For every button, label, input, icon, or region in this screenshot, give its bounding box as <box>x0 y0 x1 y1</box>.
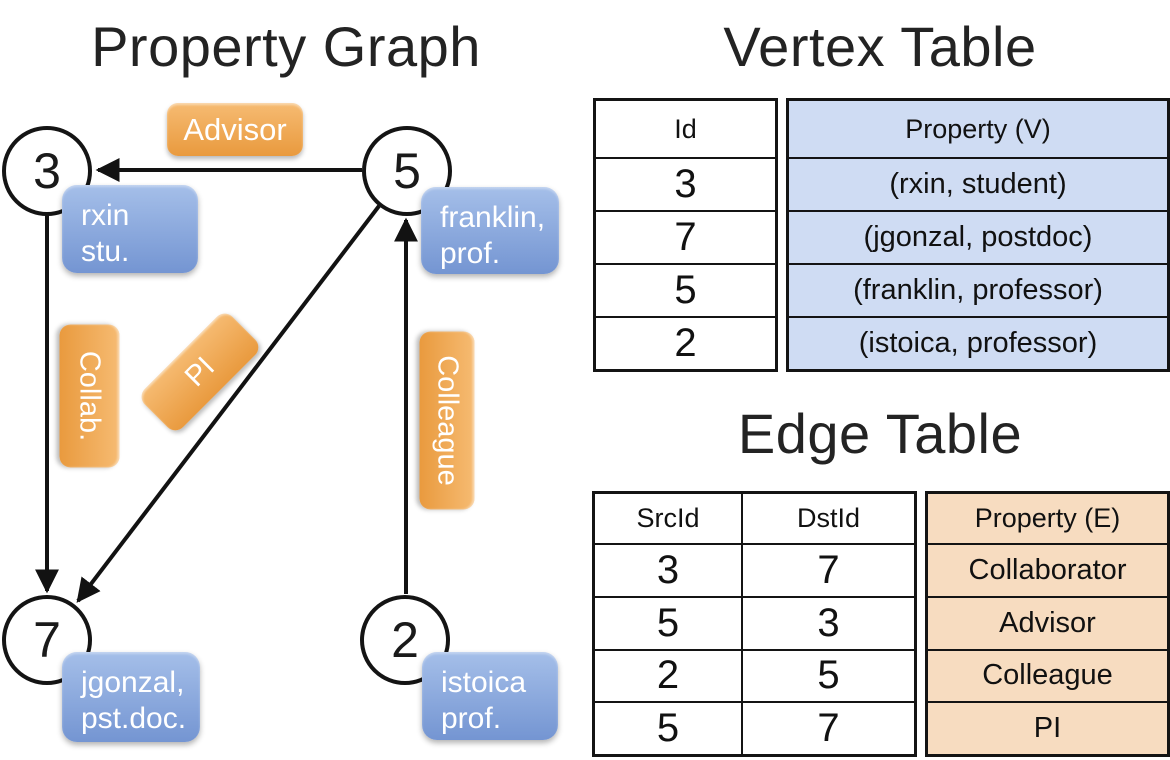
vertex-table-title: Vertex Table <box>723 15 1037 78</box>
edge-table-dstid-header: DstId <box>741 494 914 543</box>
edge-table-cell-src: 2 <box>595 648 741 702</box>
vertex-table-cell-id: 2 <box>596 316 775 369</box>
vertex-table-cell-property: (rxin, student) <box>789 157 1167 210</box>
vertex-box-istoica: istoica prof. <box>422 652 558 740</box>
vertex-box-istoica-line2: prof. <box>441 702 502 735</box>
edge-table-property-column: Property (E) Collaborator Advisor Collea… <box>925 491 1170 757</box>
edge-label-collab: Collab. <box>59 324 120 468</box>
vertex-box-rxin-line1: rxin <box>81 199 130 232</box>
vertex-table-cell-property: (franklin, professor) <box>789 263 1167 316</box>
edge-table-cell-property: Collaborator <box>928 543 1167 596</box>
vertex-table-cell-id: 5 <box>596 263 775 316</box>
edge-label-colleague: Colleague <box>419 331 475 510</box>
edge-table-cell-dst: 5 <box>741 648 914 702</box>
node-2: 2 <box>360 595 450 685</box>
edge-5-7-arrow <box>76 204 381 603</box>
node-2-id: 2 <box>391 612 419 668</box>
vertex-table-cell-id: 3 <box>596 157 775 210</box>
edge-table-cell-dst: 7 <box>741 701 914 754</box>
vertex-box-rxin: rxin stu. <box>62 185 198 273</box>
vertex-box-jgonzal-line1: jgonzal, <box>81 666 185 699</box>
edge-label-advisor: Advisor <box>167 103 303 156</box>
edge-table-cell-dst: 3 <box>741 595 914 649</box>
edge-table-id-columns: SrcId DstId 3 7 5 3 2 5 5 7 <box>592 491 917 757</box>
vertex-table-cell-property: (istoica, professor) <box>789 316 1167 369</box>
vertex-box-franklin-line2: prof. <box>440 237 501 270</box>
vertex-table-property-header: Property (V) <box>905 113 1051 144</box>
vertex-box-franklin-line1: franklin, <box>440 201 546 234</box>
vertex-table-cell-id: 7 <box>596 210 775 263</box>
edge-table-cell-dst: 7 <box>741 543 914 596</box>
edge-table-cell-src: 5 <box>595 701 741 754</box>
vertex-table-id-header: Id <box>674 113 697 144</box>
edge-table-cell-property: Colleague <box>928 648 1167 702</box>
vertex-table-cell-property: (jgonzal, postdoc) <box>789 210 1167 263</box>
vertex-box-jgonzal-line2: pst.doc. <box>81 702 187 735</box>
node-3-id: 3 <box>33 143 61 199</box>
edge-table-cell-property: PI <box>928 701 1167 754</box>
vertex-table-id-column: Id 3 7 5 2 <box>593 98 778 372</box>
vertex-box-jgonzal: jgonzal, pst.doc. <box>62 652 200 742</box>
edge-table-cell-src: 3 <box>595 543 741 596</box>
node-5-id: 5 <box>393 143 421 199</box>
vertex-box-franklin: franklin, prof. <box>421 187 559 274</box>
edge-table-property-header: Property (E) <box>974 503 1121 533</box>
node-5: 5 <box>362 126 452 216</box>
vertex-table-property-column: Property (V) (rxin, student) (jgonzal, p… <box>786 98 1170 372</box>
edge-table-title: Edge Table <box>737 402 1023 465</box>
edge-table-cell-property: Advisor <box>928 595 1167 649</box>
property-graph-title: Property Graph <box>91 15 481 78</box>
vertex-box-rxin-line2: stu. <box>81 235 130 268</box>
node-7-id: 7 <box>33 612 61 668</box>
edge-table-srcid-header: SrcId <box>636 503 700 533</box>
graph-edges <box>35 158 418 603</box>
vertex-box-istoica-line1: istoica <box>441 666 527 699</box>
edge-table-cell-src: 5 <box>595 595 741 649</box>
